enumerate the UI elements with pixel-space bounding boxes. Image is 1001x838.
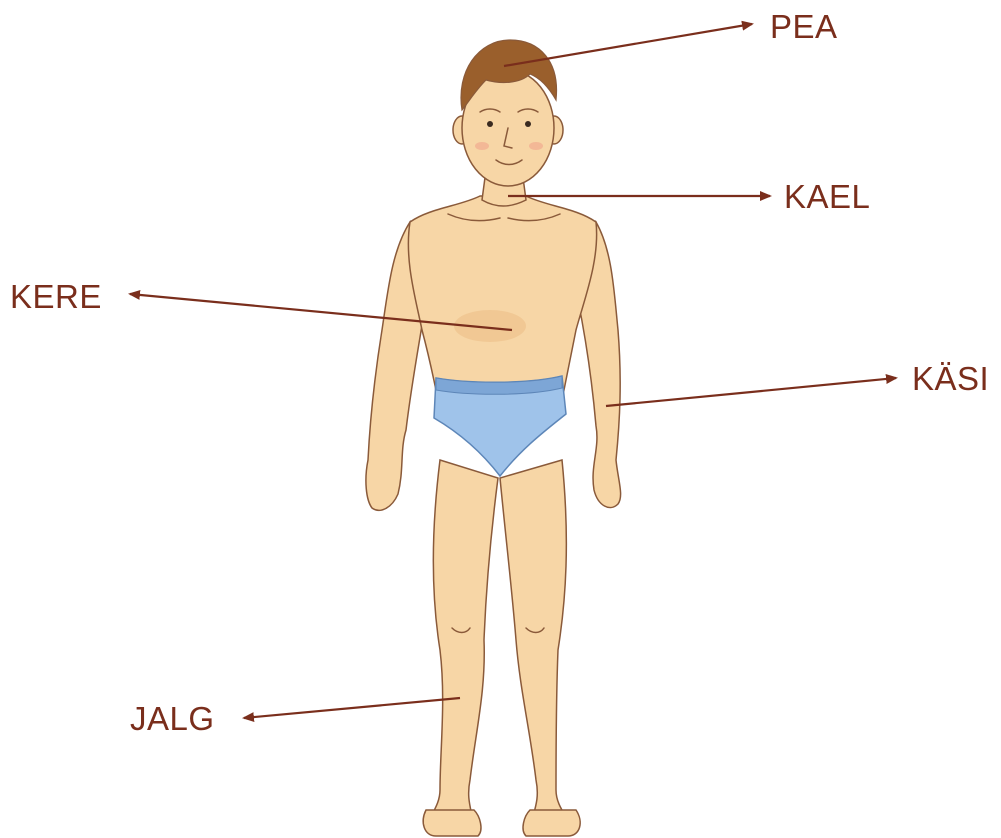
head (453, 40, 563, 186)
legs (423, 460, 580, 836)
arrow-leg (244, 698, 460, 718)
label-body: KERE (10, 280, 102, 313)
label-leg: JALG (130, 702, 215, 735)
label-head: PEA (770, 10, 838, 43)
arrow-head (504, 24, 752, 66)
label-arm: KÄSI (912, 362, 989, 395)
left-foot (423, 810, 481, 836)
right-foot (523, 810, 580, 836)
label-neck: KAEL (784, 180, 870, 213)
right-cheek (529, 142, 543, 150)
torso (408, 196, 596, 400)
left-cheek (475, 142, 489, 150)
right-leg (500, 460, 572, 828)
left-leg (426, 460, 498, 828)
arrow-arm (606, 378, 896, 406)
left-eye (487, 121, 493, 127)
right-eye (525, 121, 531, 127)
